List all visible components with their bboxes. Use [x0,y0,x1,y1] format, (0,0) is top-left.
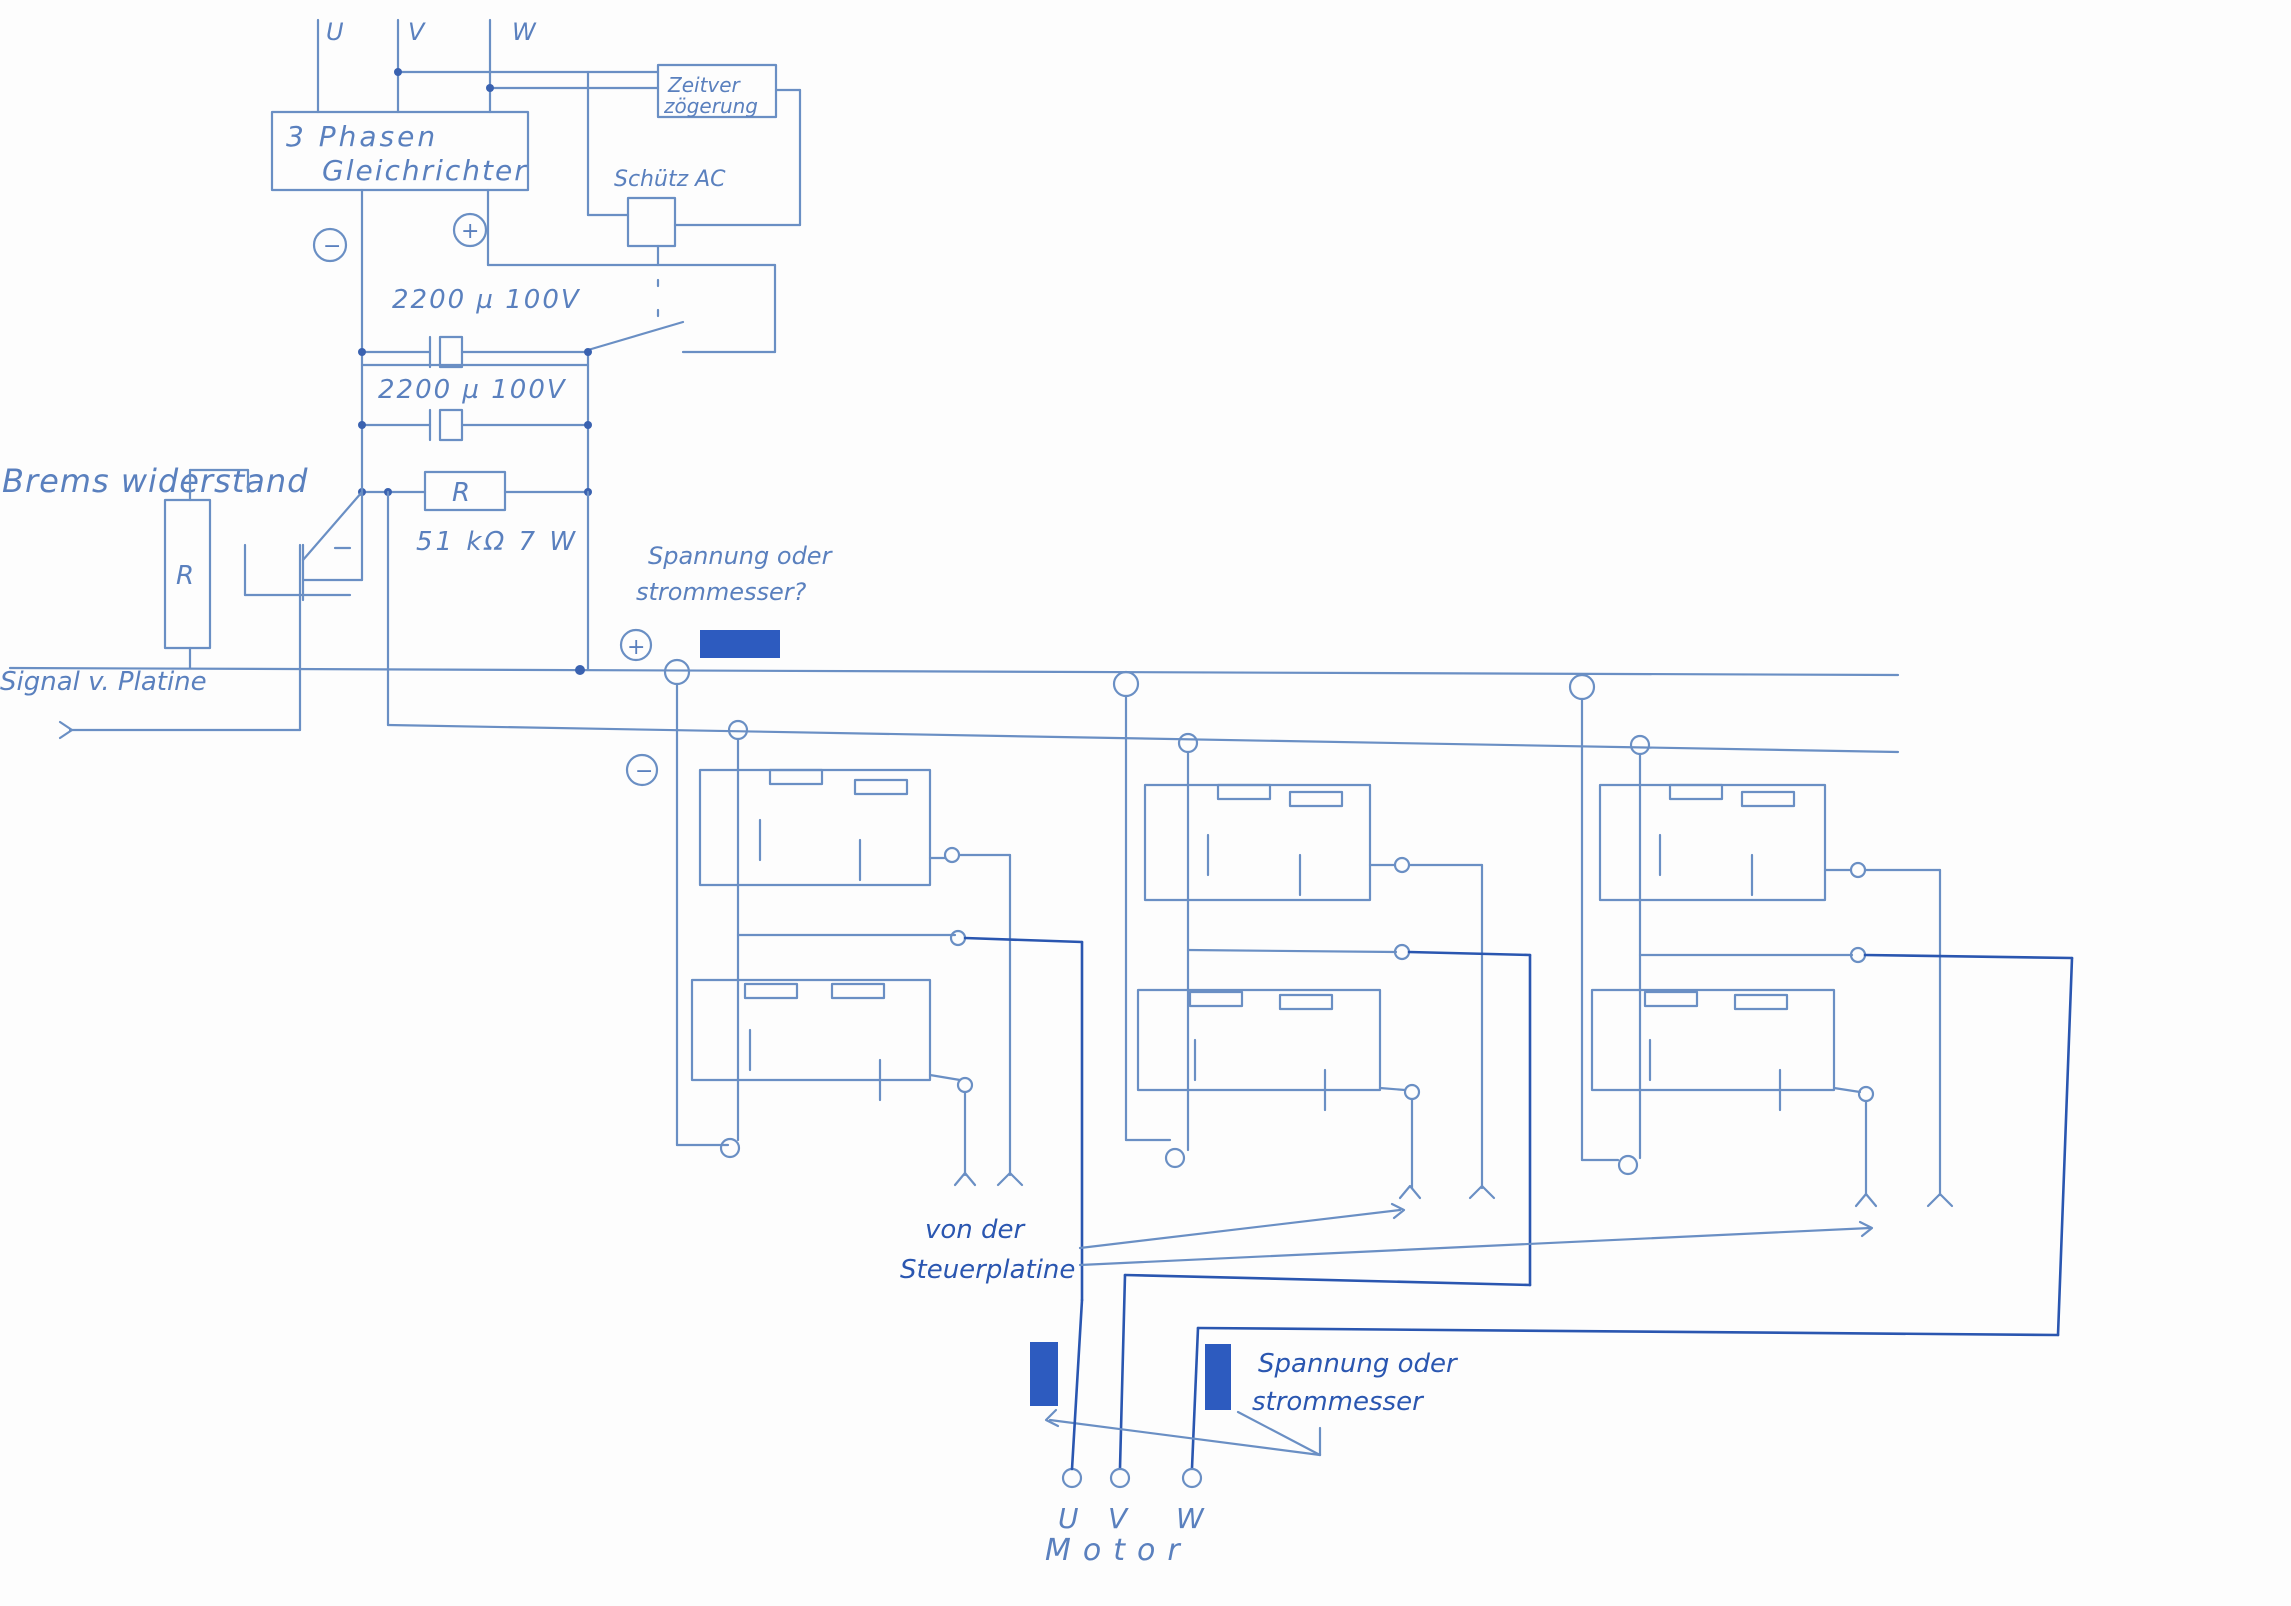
bridge-leg-v [1118,694,1532,1470]
input-w-label: W [512,18,537,46]
motor-label: Motor [1045,1533,1192,1568]
rectifier-plus: + [461,219,479,244]
meter-output-u-icon [1030,1342,1058,1406]
contactor: Schütz AC [486,167,777,354]
delay-label-2: zögerung [663,94,758,118]
rectifier-label-2: Gleichrichter [322,154,528,187]
bus-plus: + [627,635,645,660]
input-u-label: U [326,18,344,46]
resistor-value: 51 kΩ 7 W [416,527,578,557]
brake-resistor-symbol: R [176,561,194,591]
control-label-1: von der [925,1215,1027,1245]
three-phase-input: U V W [316,18,660,217]
cap2-label: 2200 µ 100V [378,375,567,405]
output-w-label: W [1176,1502,1205,1535]
control-board: von der Steuerplatine [900,1202,1874,1285]
meter-top-label-1: Spannung oder [648,542,834,570]
rectifier-label-1: 3 Phasen [286,120,438,153]
signal-label: Signal v. Platine [0,667,207,697]
rectifier-block: 3 Phasen Gleichrichter [270,110,530,192]
motor-terminals: U V W Motor [1045,1298,1205,1568]
rectifier-minus: − [323,234,341,259]
brake-resistor-label: Brems widerstand [2,462,308,500]
cap1-label: 2200 µ 100V [392,285,581,315]
delay-label-1: Zeitver [667,73,742,97]
output-u-label: U [1058,1502,1079,1535]
capacitor-bank: 2200 µ 100V 2200 µ 100V [358,285,592,497]
contactor-label: Schütz AC [614,167,726,192]
bus-minus: − [635,759,653,784]
bridge-leg-u [675,682,1084,1302]
input-v-label: V [408,18,426,46]
meter-output-w-icon [1205,1344,1231,1410]
delay-relay: Zeitver zögerung [656,63,802,227]
dc-polarity: − + [312,188,490,487]
meter-top-icon [700,630,780,658]
control-label-2: Steuerplatine [900,1255,1075,1285]
meter-bottom-label-2: strommesser [1252,1387,1425,1417]
output-meters: Spannung oder strommesser [1030,1342,1459,1457]
brake-chopper: Brems widerstand R Signal v. Platine [0,462,364,740]
bridge-leg-w [1190,697,2074,1470]
meter-top-label-2: strommesser? [636,578,807,606]
output-v-label: V [1108,1502,1129,1535]
bleeder-resistor: R 51 kΩ 7 W [358,470,592,557]
dc-bus: + − Spannung oder strommesser? [8,490,1900,787]
resistor-symbol: R [452,478,470,508]
meter-bottom-label-1: Spannung oder [1258,1349,1459,1379]
